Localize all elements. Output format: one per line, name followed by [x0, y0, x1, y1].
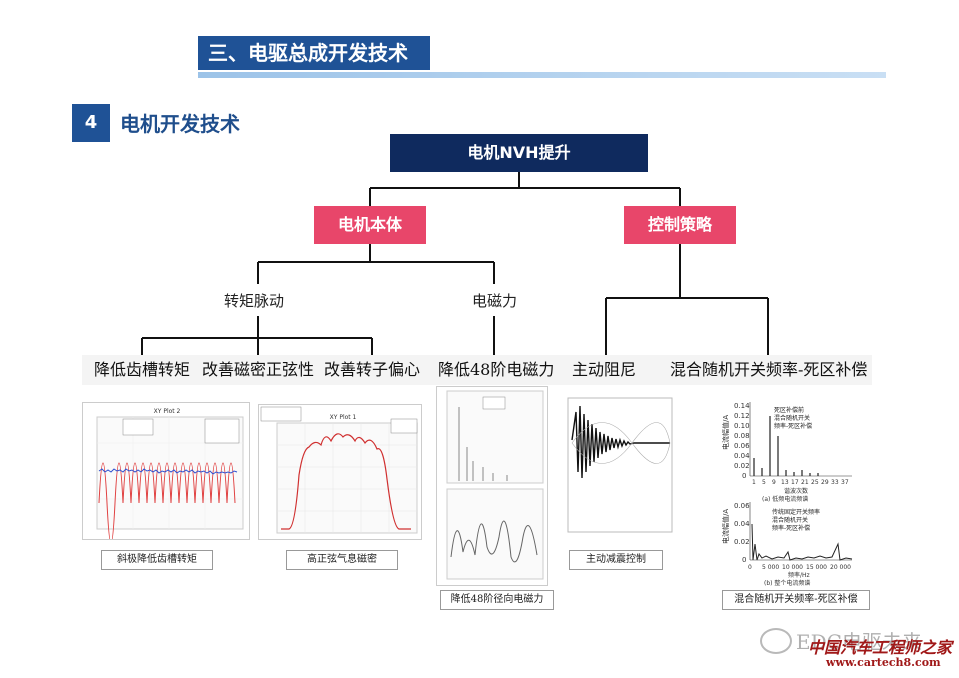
spectrum-a-xlabel: 谐波次数 — [784, 487, 808, 495]
caption-force-48th: 降低48阶径向电磁力 — [440, 590, 554, 610]
spectrum-a-caption: (a) 低频电流频谱 — [762, 495, 808, 503]
spectrum-a-xtick-9: 37 — [841, 479, 849, 486]
spectrum-b-ytick-3: 0 — [742, 556, 746, 564]
spectrum-a-legend-0: 死区补偿前 — [774, 406, 804, 414]
spectrum-a-ytick-7: 0 — [742, 472, 746, 480]
spectrum-a-xtick-5: 21 — [801, 479, 809, 486]
watermark-edc: EDC电驱未来 — [796, 630, 922, 654]
watermark-cartech-url: www.cartech8.com — [826, 656, 941, 669]
force-48th-plot — [436, 386, 548, 586]
plot2-title: XY Plot 1 — [330, 414, 357, 421]
spectrum-a-ytick-6: 0.02 — [734, 462, 750, 470]
wechat-icon — [760, 628, 792, 654]
caption-active-damping: 主动减震控制 — [569, 550, 663, 570]
leaf-active-damping: 主动阻尼 — [572, 360, 637, 379]
spectrum-a-ytick-4: 0.06 — [734, 442, 750, 450]
spectrum-b-ytick-0: 0.06 — [734, 502, 750, 510]
leaf-improve-flux-sinusoidal: 改善磁密正弦性 — [202, 360, 315, 379]
leaf-reduce-48th-force: 降低48阶电磁力 — [438, 360, 555, 379]
spectrum-a-xtick-7: 29 — [821, 479, 829, 486]
spectrum-a-xtick-8: 33 — [831, 479, 839, 486]
cogging-torque-plot: XY Plot 2 — [82, 402, 250, 544]
watermark-cartech-cn: 中国汽车工程师之家 — [808, 638, 953, 657]
spectrum-b-caption: (b) 整个电流频谱 — [764, 579, 810, 587]
spectrum-b-ytick-2: 0.02 — [734, 538, 750, 546]
section-number: 4 — [72, 104, 110, 142]
spectrum-b-xtick-3: 15 000 — [806, 564, 827, 571]
header-underline — [198, 72, 886, 78]
spectrum-b-legend-0: 传统固定开关频率 — [772, 508, 820, 516]
tree-node-control-strategy: 控制策略 — [624, 206, 736, 244]
active-damping-plot — [562, 392, 676, 538]
spectrum-a-ytick-1: 0.12 — [734, 412, 750, 420]
leaf-reduce-cogging-torque: 降低齿槽转矩 — [94, 360, 191, 379]
tree-node-motor-body: 电机本体 — [314, 206, 426, 244]
spectrum-a-xtick-6: 25 — [811, 479, 819, 486]
spectrum-a-ytick-0: 0.14 — [734, 402, 750, 410]
caption-cogging-torque: 斜极降低齿槽转矩 — [101, 550, 213, 570]
tree-node-electromagnetic-force: 电磁力 — [472, 292, 518, 310]
plot1-title: XY Plot 2 — [154, 408, 181, 415]
spectrum-a-ytick-2: 0.10 — [734, 422, 750, 430]
spectrum-b-ylabel: 电流幅值/A — [722, 509, 730, 544]
leaf-hybrid-random-switching: 混合随机开关频率-死区补偿 — [670, 360, 868, 379]
spectrum-a-legend-2: 频率-死区补偿 — [774, 422, 812, 430]
leaf-row-background — [82, 355, 872, 385]
header-title: 三、电驱总成开发技术 — [198, 36, 430, 70]
tree-node-torque-ripple: 转矩脉动 — [224, 292, 285, 310]
caption-hybrid-switching: 混合随机开关频率-死区补偿 — [722, 590, 870, 610]
spectrum-a-xtick-4: 17 — [791, 479, 799, 486]
spectrum-b-xtick-2: 10 000 — [782, 564, 803, 571]
spectrum-a-xtick-0: 1 — [752, 479, 756, 486]
spectrum-a-ytick-3: 0.08 — [734, 432, 750, 440]
spectrum-a-xtick-2: 9 — [772, 479, 776, 486]
spectrum-b-xtick-1: 5 000 — [762, 564, 779, 571]
spectrum-b-xlabel: 频率/Hz — [788, 571, 810, 579]
flux-density-plot: XY Plot 1 — [258, 404, 422, 540]
section-title: 电机开发技术 — [120, 112, 240, 136]
spectrum-a-ylabel: 电流幅值/A — [722, 415, 730, 450]
tree-root: 电机NVH提升 — [390, 134, 648, 172]
spectrum-b-xtick-0: 0 — [748, 564, 752, 571]
spectrum-b-xtick-4: 20 000 — [830, 564, 851, 571]
caption-flux-density: 高正弦气息磁密 — [286, 550, 398, 570]
spectrum-a-legend-1: 混合随机开关 — [774, 414, 810, 422]
spectrum-a-ytick-5: 0.04 — [734, 452, 750, 460]
spectrum-b-legend-2: 频率-死区补偿 — [772, 524, 810, 532]
leaf-improve-rotor-eccentricity: 改善转子偏心 — [324, 360, 421, 379]
spectrum-b-ytick-1: 0.04 — [734, 520, 750, 528]
spectrum-b-legend-1: 混合随机开关 — [772, 516, 808, 524]
spectrum-a-xtick-3: 13 — [781, 479, 789, 486]
current-spectrum-panel: 0.14 0.12 0.10 0.08 0.06 0.04 0.02 0 电流幅… — [721, 394, 872, 594]
spectrum-a-xtick-1: 5 — [762, 479, 766, 486]
